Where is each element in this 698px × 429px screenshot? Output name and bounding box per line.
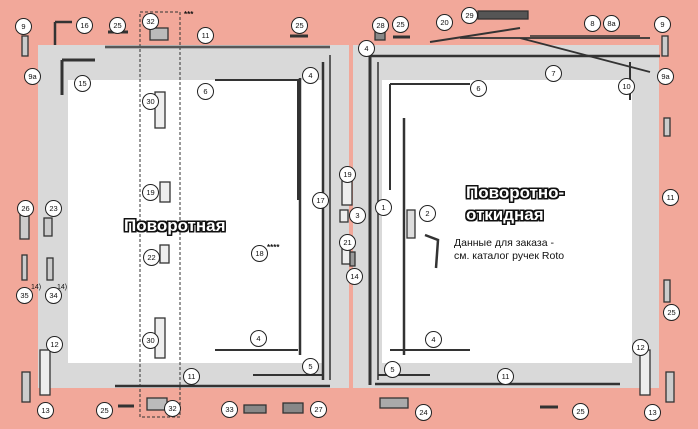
- callout-9a-right: 9a: [657, 68, 674, 85]
- callout-19-right: 19: [339, 166, 356, 183]
- callout-11-bottom-right: 11: [497, 368, 514, 385]
- callout-22: 22: [143, 249, 160, 266]
- bearing-9-right: [661, 35, 669, 57]
- callout-32-top: 32: [142, 13, 159, 30]
- callout-2: 2: [419, 205, 436, 222]
- hinge-13-left: [21, 371, 31, 403]
- callout-19-left: 19: [142, 184, 159, 201]
- callout-11-right: 11: [662, 189, 679, 206]
- callout-12-right: 12: [632, 339, 649, 356]
- callout-25-top-2: 25: [291, 17, 308, 34]
- callout-25-bottom-2: 25: [572, 403, 589, 420]
- callout-11-top: 11: [197, 27, 214, 44]
- dashed-box: [139, 11, 181, 418]
- callout-27: 27: [310, 401, 327, 418]
- callout-26: 26: [17, 200, 34, 217]
- keeper-32-top: [149, 27, 169, 41]
- label-right-sash-line1: Поворотно-: [466, 183, 565, 202]
- callout-11-bottom-left: 11: [183, 368, 200, 385]
- callout-9-top-left: 9: [15, 18, 32, 35]
- callout-8: 8: [584, 15, 601, 32]
- callout-4-top: 4: [358, 40, 375, 57]
- callout-18: 18: [251, 245, 268, 262]
- callout-17: 17: [312, 192, 329, 209]
- callout-5-left: 5: [302, 358, 319, 375]
- part-27: [282, 402, 304, 414]
- label-right-sash-line2: откидная: [466, 205, 544, 224]
- hinge-26: [19, 214, 30, 240]
- callout-7: 7: [545, 65, 562, 82]
- callout-13-left: 13: [37, 402, 54, 419]
- callout-35: 35: [16, 287, 33, 304]
- mid-keeper-14: [349, 251, 356, 267]
- part-25-right-1: [663, 117, 671, 137]
- handle-2: [424, 233, 440, 269]
- callout-4-bottom-left: 4: [250, 330, 267, 347]
- stay-arm-20: [429, 27, 521, 43]
- callout-30-bottom: 30: [142, 332, 159, 349]
- callout-8a: 8a: [603, 15, 620, 32]
- callout-5-right: 5: [384, 361, 401, 378]
- mid-keeper-3: [339, 209, 349, 223]
- part-35: [21, 254, 28, 281]
- callout-25-top-1: 25: [109, 17, 126, 34]
- callout-25-bottom-1: 25: [96, 402, 113, 419]
- callout-9a-left: 9a: [24, 68, 41, 85]
- callout-34: 34: [45, 287, 62, 304]
- callout-30-top: 30: [142, 93, 159, 110]
- hinge-13-right: [665, 371, 675, 403]
- callout-20: 20: [436, 14, 453, 31]
- callout-14: 14: [346, 268, 363, 285]
- bearing-9-left: [21, 35, 29, 57]
- part-29: [477, 10, 529, 20]
- callout-25-top-3: 25: [392, 16, 409, 33]
- callout-28: 28: [372, 17, 389, 34]
- gearbox-2: [406, 209, 416, 239]
- callout-21: 21: [339, 234, 356, 251]
- part-34: [46, 257, 54, 281]
- callout-6-right: 6: [470, 80, 487, 97]
- callout-15: 15: [74, 75, 91, 92]
- callout-1: 1: [375, 199, 392, 216]
- corner-drive-6-left: [215, 79, 299, 200]
- callout-6-left: 6: [197, 83, 214, 100]
- marker-four-stars: ****: [267, 243, 280, 252]
- marker-three-stars: ***: [184, 10, 194, 19]
- keeper-30-top: [154, 91, 166, 129]
- callout-10: 10: [618, 78, 635, 95]
- label-left-sash: Поворотная: [124, 216, 226, 235]
- keeper-22: [159, 244, 170, 264]
- part-33: [243, 404, 267, 414]
- callout-29: 29: [461, 7, 478, 24]
- keeper-19-left: [159, 181, 171, 203]
- callout-25-right: 25: [663, 304, 680, 321]
- callout-3: 3: [349, 207, 366, 224]
- hinge-16: [53, 20, 72, 45]
- callout-9-top-right: 9: [654, 16, 671, 33]
- footnote-14-b: 14): [57, 284, 68, 291]
- handle-note-line2: см. каталог ручек Roto: [454, 250, 565, 262]
- corner-drive-6-right: [389, 83, 470, 190]
- part-25-right-2: [663, 279, 671, 303]
- callout-33: 33: [221, 401, 238, 418]
- corner-drive-15: [60, 58, 95, 95]
- footnote-14-a: 14): [31, 284, 42, 291]
- callout-32-bottom: 32: [164, 400, 181, 417]
- callout-4-bottom-right: 4: [425, 331, 442, 348]
- callout-13-right: 13: [644, 404, 661, 421]
- part-24: [379, 397, 409, 409]
- hinge-23: [43, 217, 53, 237]
- callout-12-left: 12: [46, 336, 63, 353]
- hinge-12-right: [639, 349, 651, 396]
- callout-16: 16: [76, 17, 93, 34]
- hinge-12-left: [39, 349, 51, 396]
- handle-note-line1: Данные для заказа -: [454, 237, 554, 249]
- callout-23: 23: [45, 200, 62, 217]
- callout-24: 24: [415, 404, 432, 421]
- left-sash-glass: [68, 80, 324, 363]
- callout-4-left: 4: [302, 67, 319, 84]
- stay-arm-7: [460, 37, 651, 73]
